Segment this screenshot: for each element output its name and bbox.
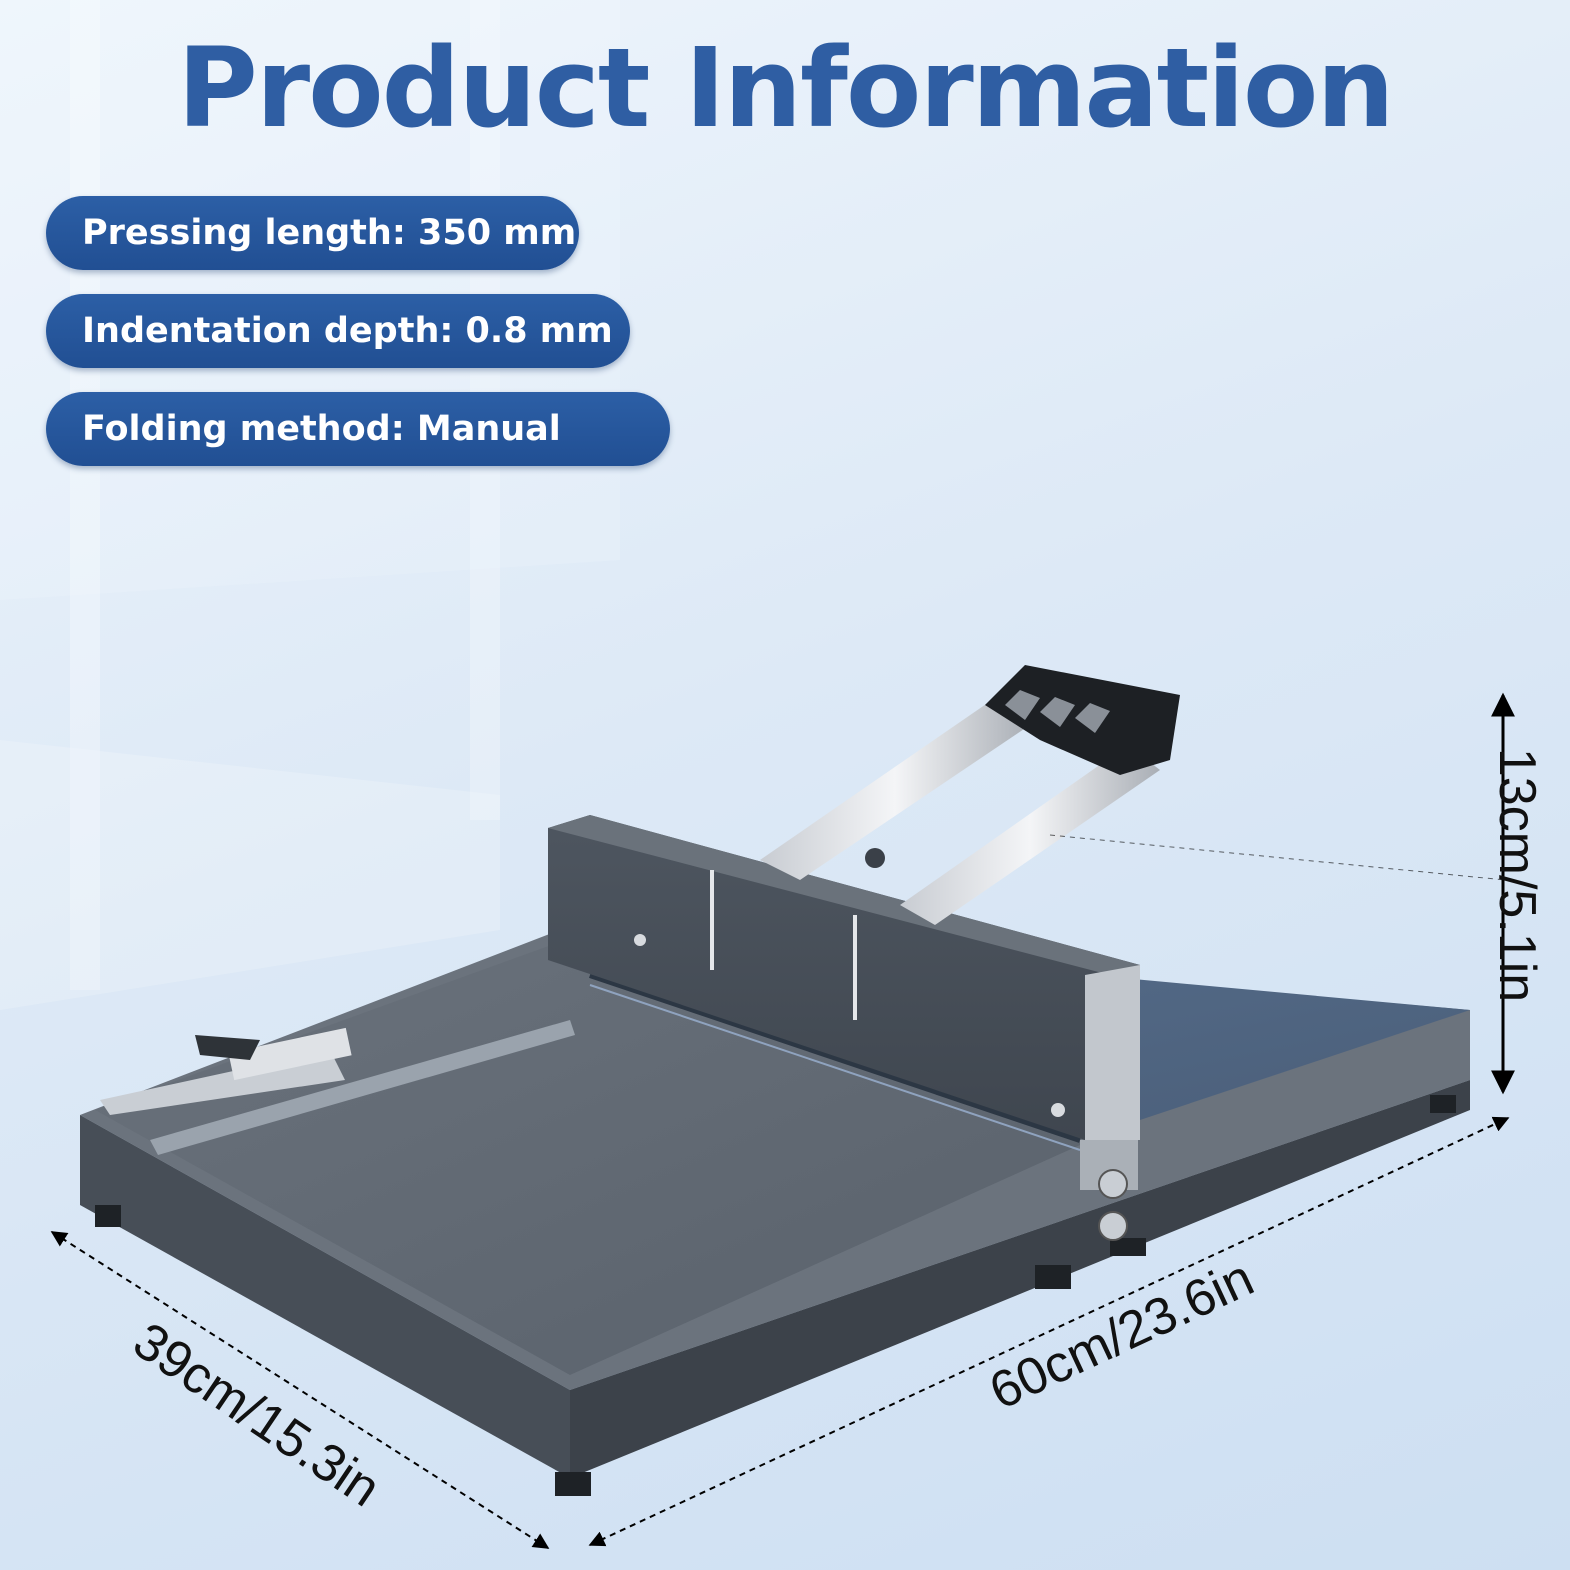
- side-guide: [100, 1020, 575, 1155]
- handle-arms: [760, 665, 1180, 925]
- page-title: Product Information: [177, 24, 1395, 152]
- spec-list: Pressing length: 350 mm Indentation dept…: [46, 196, 670, 490]
- spec-indentation-depth: Indentation depth: 0.8 mm: [46, 294, 630, 368]
- height-dimension-label: 13cm/5.1in: [1488, 747, 1547, 1003]
- spec-pressing-length: Pressing length: 350 mm: [46, 196, 579, 270]
- dimension-lines: [50, 692, 1515, 1549]
- spec-folding-method: Folding method: Manual: [46, 392, 670, 466]
